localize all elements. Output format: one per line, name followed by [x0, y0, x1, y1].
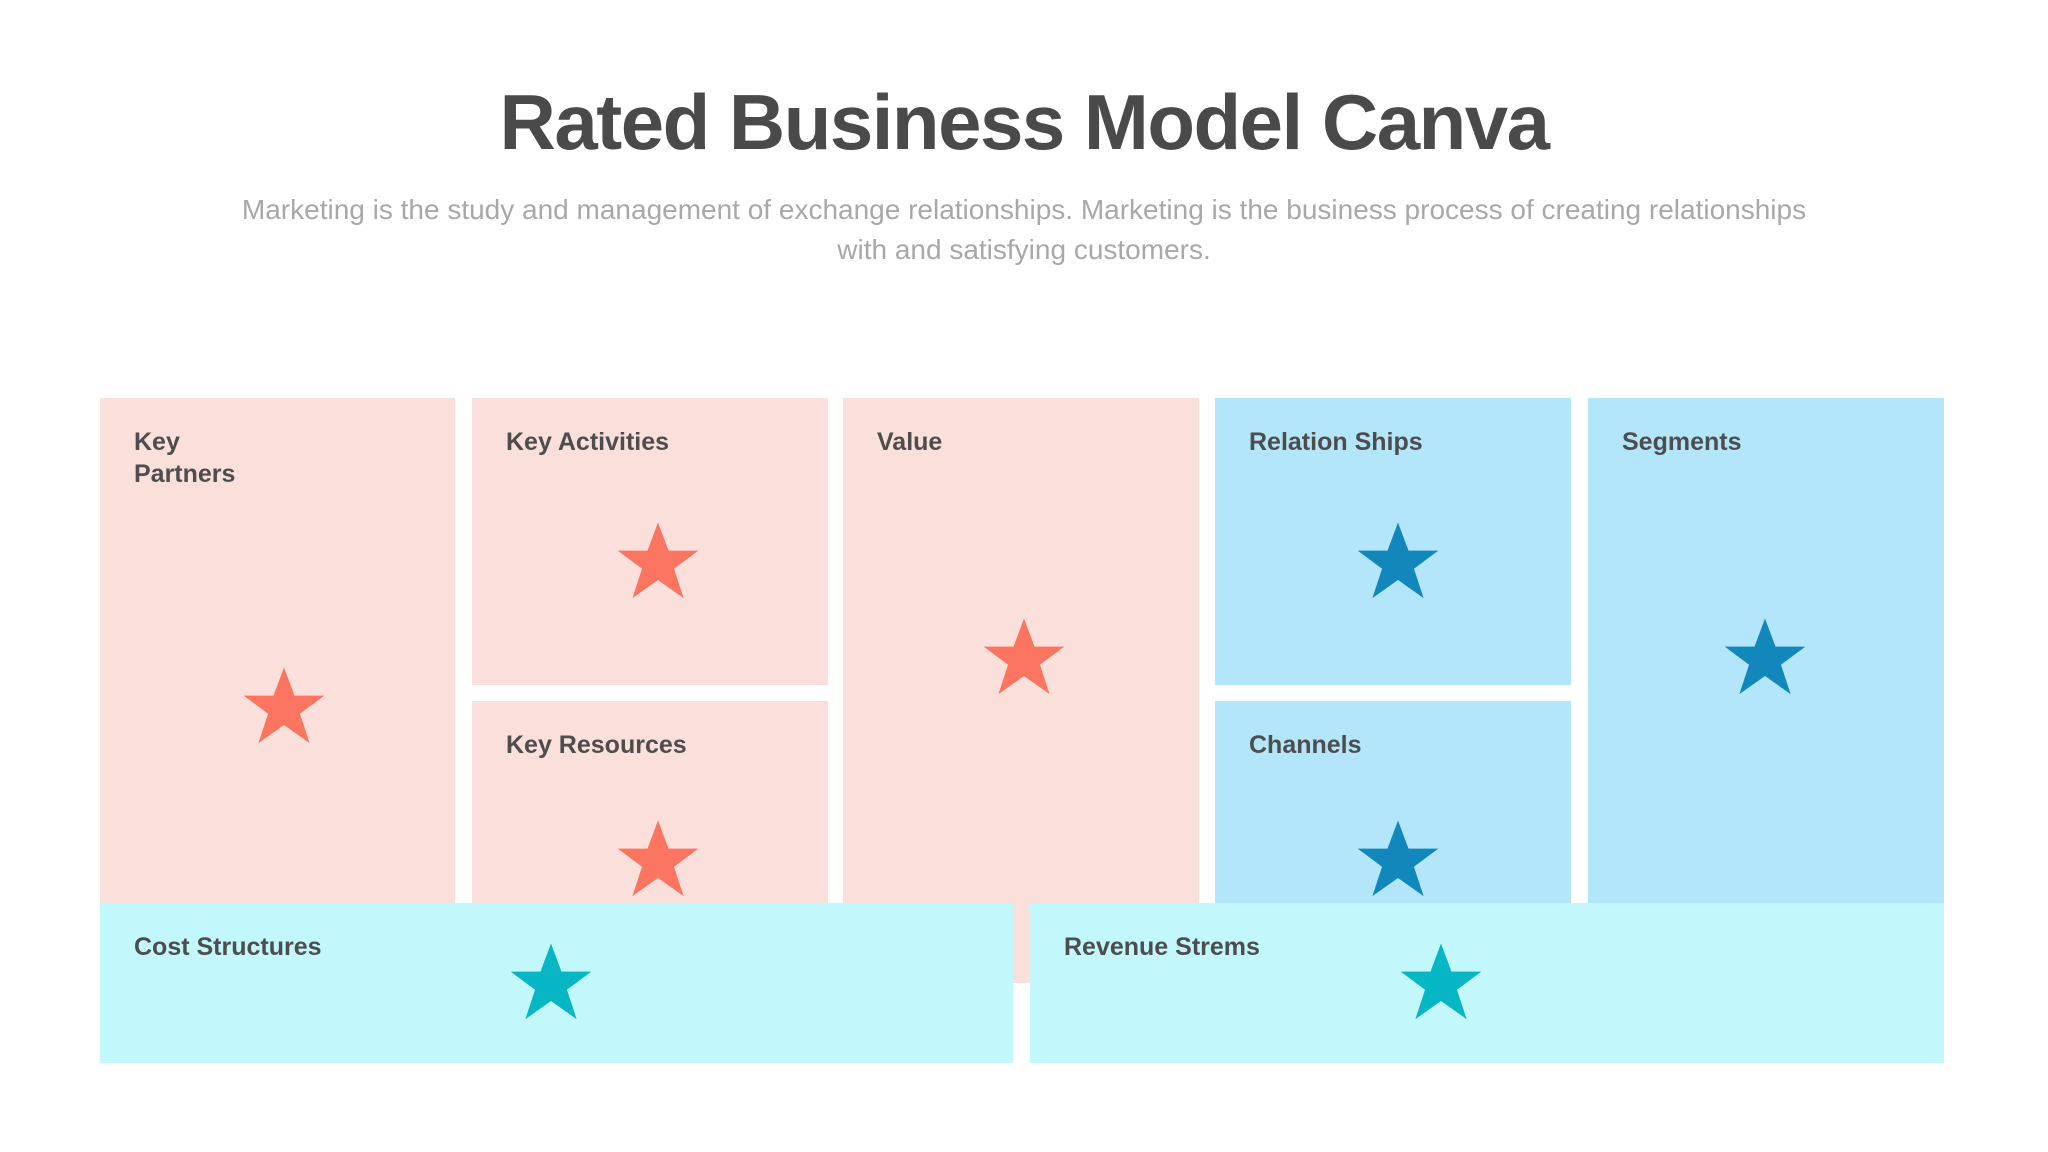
card-label-revenue-strems: Revenue Strems: [1064, 933, 1260, 961]
star-icon-key-activities: [616, 520, 700, 604]
star-icon-relation-ships: [1356, 520, 1440, 604]
business-model-canvas-grid: Key Partners Key Activities Key Resource…: [100, 398, 1944, 1063]
canvas-card-value[interactable]: Value: [843, 398, 1199, 983]
card-label-value: Value: [877, 428, 943, 456]
page-title: Rated Business Model Canva: [499, 78, 1550, 166]
canvas-card-cost-structures[interactable]: Cost Structures: [100, 903, 1013, 1063]
star-icon-key-resources: [616, 818, 700, 902]
header: Rated Business Model Canva Marketing is …: [0, 80, 2048, 270]
star-icon-segments: [1723, 616, 1807, 700]
card-label-key-activities: Key Activities: [506, 428, 670, 456]
card-label-relation-ships: Relation Ships: [1249, 428, 1423, 456]
canvas-card-segments[interactable]: Segments: [1588, 398, 1944, 983]
page-subtitle: Marketing is the study and management of…: [241, 194, 1807, 265]
card-label-key-resources: Key Resources: [506, 731, 687, 759]
card-label-channels: Channels: [1249, 731, 1362, 759]
card-label-segments: Segments: [1622, 428, 1742, 456]
star-icon-revenue-strems: [1399, 941, 1483, 1025]
canvas-card-key-partners[interactable]: Key Partners: [100, 398, 455, 983]
star-icon-channels: [1356, 818, 1440, 902]
canvas-card-revenue-strems[interactable]: Revenue Strems: [1030, 903, 1944, 1063]
star-icon-value: [982, 616, 1066, 700]
canvas-card-key-activities[interactable]: Key Activities: [472, 398, 828, 685]
star-icon-key-partners: [242, 665, 326, 749]
card-label-cost-structures: Cost Structures: [134, 933, 322, 961]
card-label-key-partners: Key Partners: [134, 428, 236, 488]
star-icon-cost-structures: [509, 941, 593, 1025]
canvas-card-relation-ships[interactable]: Relation Ships: [1215, 398, 1571, 685]
